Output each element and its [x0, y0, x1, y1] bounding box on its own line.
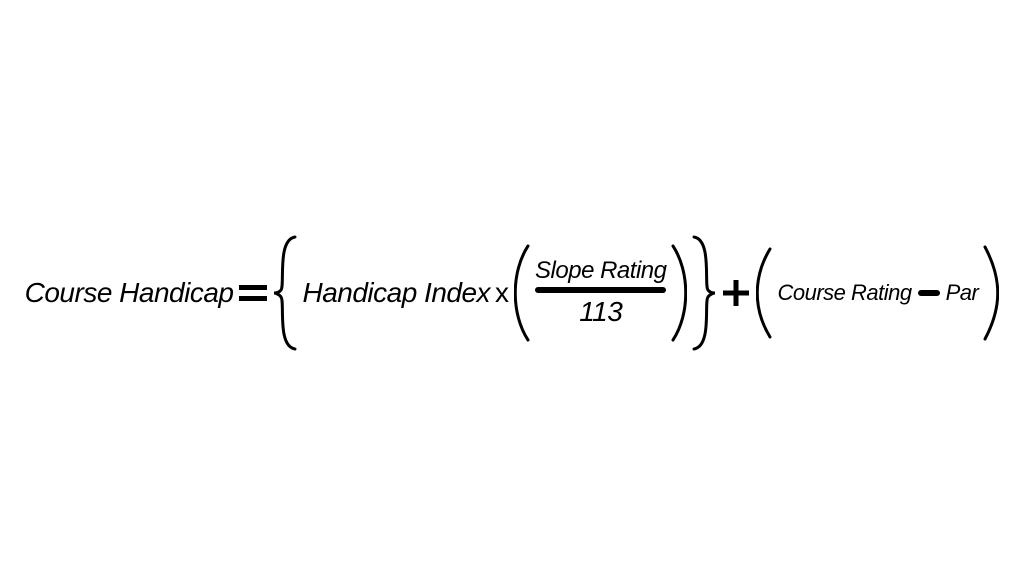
plus-sign — [723, 280, 750, 306]
left-curly-brace — [274, 235, 297, 351]
handicap-index-term: Handicap Index — [302, 276, 491, 308]
multiply-sign: x — [495, 276, 510, 308]
course-handicap-formula: Course Handicap Handicap Index x Slope R… — [0, 232, 1024, 354]
left-paren-fraction — [514, 244, 530, 342]
par-term: Par — [945, 279, 979, 305]
right-curly-brace — [692, 235, 716, 351]
right-paren-rating — [983, 245, 1000, 341]
left-paren-rating — [756, 247, 772, 339]
denominator-113: 113 — [579, 296, 623, 328]
fraction-bar — [535, 287, 667, 294]
right-paren-fraction — [671, 244, 688, 342]
slope-fraction: Slope Rating 113 — [535, 256, 667, 328]
course-handicap-term: Course Handicap — [24, 276, 234, 308]
equals-sign — [239, 285, 268, 301]
slope-rating-numerator: Slope Rating — [535, 256, 667, 284]
course-rating-term: Course Rating — [777, 279, 912, 305]
minus-sign — [917, 290, 940, 296]
